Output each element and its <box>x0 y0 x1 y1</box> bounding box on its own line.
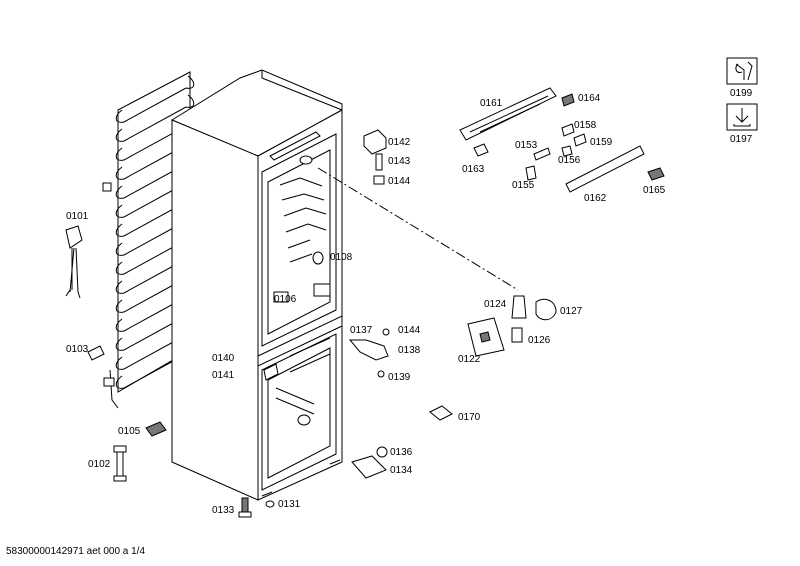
part-label-0126: 0126 <box>528 335 551 346</box>
part-label-0140: 0140 <box>212 353 235 364</box>
lamp-cover-part-0127 <box>535 298 557 321</box>
power-cord-part <box>65 225 83 299</box>
lamp-socket-part-0124 <box>511 295 527 319</box>
switch-parts <box>525 123 587 181</box>
part-label-0137: 0137 <box>350 325 373 336</box>
part-label-0161: 0161 <box>480 98 503 109</box>
assembly-guide-line <box>317 167 519 291</box>
service-icon-label-0199: 0199 <box>730 88 753 99</box>
fridge-cabinet <box>170 69 343 501</box>
strip-part-0162 <box>565 145 645 193</box>
part-label-0155: 0155 <box>512 180 535 191</box>
part-label-0164: 0164 <box>578 93 601 104</box>
part-label-0122: 0122 <box>458 354 481 365</box>
pin-part-0143 <box>375 153 383 171</box>
part-label-0101: 0101 <box>66 211 89 222</box>
hinge-part-0138 <box>348 328 390 378</box>
screw-part-0133 <box>238 497 252 518</box>
part-label-0106: 0106 <box>274 294 297 305</box>
part-labels: 0101 0102 0103 0105 0106 0108 0122 0124 0126 0127… <box>66 88 753 516</box>
document-footer-code: 58300000142971 aet 000 a 1/4 <box>6 546 146 557</box>
part-label-0105: 0105 <box>118 426 141 437</box>
part-label-0138: 0138 <box>398 345 421 356</box>
washer-part-0131 <box>265 500 275 508</box>
part-label-0162: 0162 <box>584 193 607 204</box>
panel-part-0122 <box>467 317 505 357</box>
part-label-0159: 0159 <box>590 137 613 148</box>
part-label-0158: 0158 <box>574 120 597 131</box>
part-label-0103: 0103 <box>66 344 89 355</box>
part-label-0136: 0136 <box>390 447 413 458</box>
service-icon-label-0197: 0197 <box>730 134 753 145</box>
block-part-0105 <box>145 421 167 437</box>
part-label-0153: 0153 <box>515 140 538 151</box>
cap-part-0144-top <box>373 175 385 185</box>
down-arrow-tray-icon <box>726 103 758 131</box>
bulb-part-0126 <box>511 327 523 343</box>
rail-part-0161 <box>459 87 557 141</box>
wrench-icon <box>726 57 758 85</box>
part-label-0133: 0133 <box>212 505 235 516</box>
part-label-0124: 0124 <box>484 299 507 310</box>
part-label-0170: 0170 <box>458 412 481 423</box>
part-0164 <box>561 93 575 107</box>
part-label-0139: 0139 <box>388 372 411 383</box>
cylinder-part-0103 <box>87 345 105 361</box>
part-label-0108: 0108 <box>330 252 353 263</box>
part-label-0127: 0127 <box>560 306 583 317</box>
part-label-0156: 0156 <box>558 155 581 166</box>
part-label-0163: 0163 <box>462 164 485 175</box>
pin-part-0102 <box>113 445 127 482</box>
bottom-hinge-part-0134 <box>351 446 388 479</box>
bracket-part-0140 <box>263 363 279 381</box>
part-label-0165: 0165 <box>643 185 666 196</box>
part-label-0131: 0131 <box>278 499 301 510</box>
part-label-0134: 0134 <box>390 465 413 476</box>
part-label-0142: 0142 <box>388 137 411 148</box>
part-label-0102: 0102 <box>88 459 111 470</box>
clip-part-0170 <box>429 405 453 421</box>
part-0165 <box>647 167 665 181</box>
part-label-0141: 0141 <box>212 370 235 381</box>
part-label-0144b: 0144 <box>398 325 421 336</box>
part-label-0143: 0143 <box>388 156 411 167</box>
part-0163 <box>473 143 489 157</box>
hinge-part-0142 <box>363 129 387 155</box>
part-label-0144a: 0144 <box>388 176 411 187</box>
